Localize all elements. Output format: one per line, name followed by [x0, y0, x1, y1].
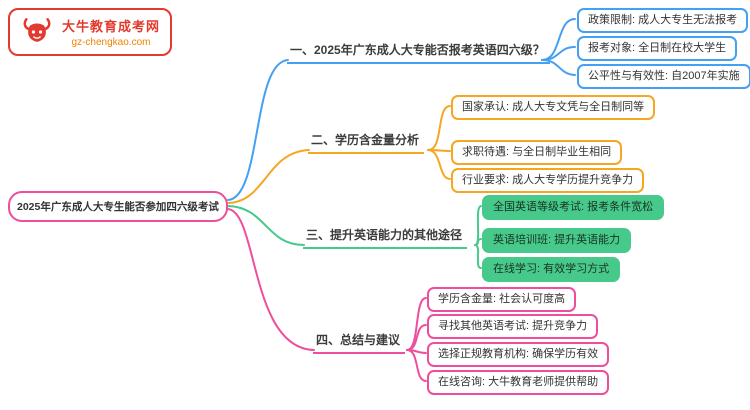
leaf-node: 学历含金量: 社会认可度高 [427, 287, 577, 312]
branch-3-label: 三、提升英语能力的其他途径 [303, 226, 468, 249]
branch-4-label: 四、总结与建议 [313, 331, 406, 354]
branch-4-connectors [227, 208, 427, 382]
leaf-node: 国家承认: 成人大专文凭与全日制同等 [451, 95, 656, 120]
leaf-node: 政策限制: 成人大专生无法报考 [577, 8, 749, 33]
leaf-node: 行业要求: 成人大专学历提升竞争力 [451, 168, 645, 193]
branch-1-connectors [227, 18, 576, 201]
site-logo: 大牛教育成考网 gz-chengkao.com [8, 8, 173, 56]
leaf-node: 报考对象: 全日制在校大学生 [577, 36, 738, 61]
site-url: gz-chengkao.com [71, 37, 151, 48]
leaf-node: 公平性与有效性: 自2007年实施 [577, 64, 750, 89]
logo-texts: 大牛教育成考网 gz-chengkao.com [62, 16, 160, 48]
leaf-node: 在线咨询: 大牛教育老师提供帮助 [427, 370, 610, 395]
branch-1-label: 一、2025年广东成人大专能否报考英语四六级？ [287, 41, 550, 64]
branch-3-connectors [227, 205, 482, 269]
leaf-node: 在线学习: 有效学习方式 [482, 257, 621, 282]
leaf-node: 全国英语等级考试: 报考条件宽松 [482, 195, 665, 220]
root-node: 2025年广东成人大专生能否参加四六级考试 [8, 191, 228, 222]
branch-2-connectors [227, 105, 451, 204]
leaf-node: 寻找其他英语考试: 提升竞争力 [427, 314, 599, 339]
site-name: 大牛教育成考网 [62, 19, 161, 34]
leaf-node: 英语培训班: 提升英语能力 [482, 228, 632, 253]
leaf-node: 选择正规教育机构: 确保学历有效 [427, 342, 610, 367]
leaf-node: 求职待遇: 与全日制毕业生相同 [451, 140, 623, 165]
bull-icon [23, 18, 51, 42]
branch-2-label: 二、学历含金量分析 [308, 131, 425, 154]
